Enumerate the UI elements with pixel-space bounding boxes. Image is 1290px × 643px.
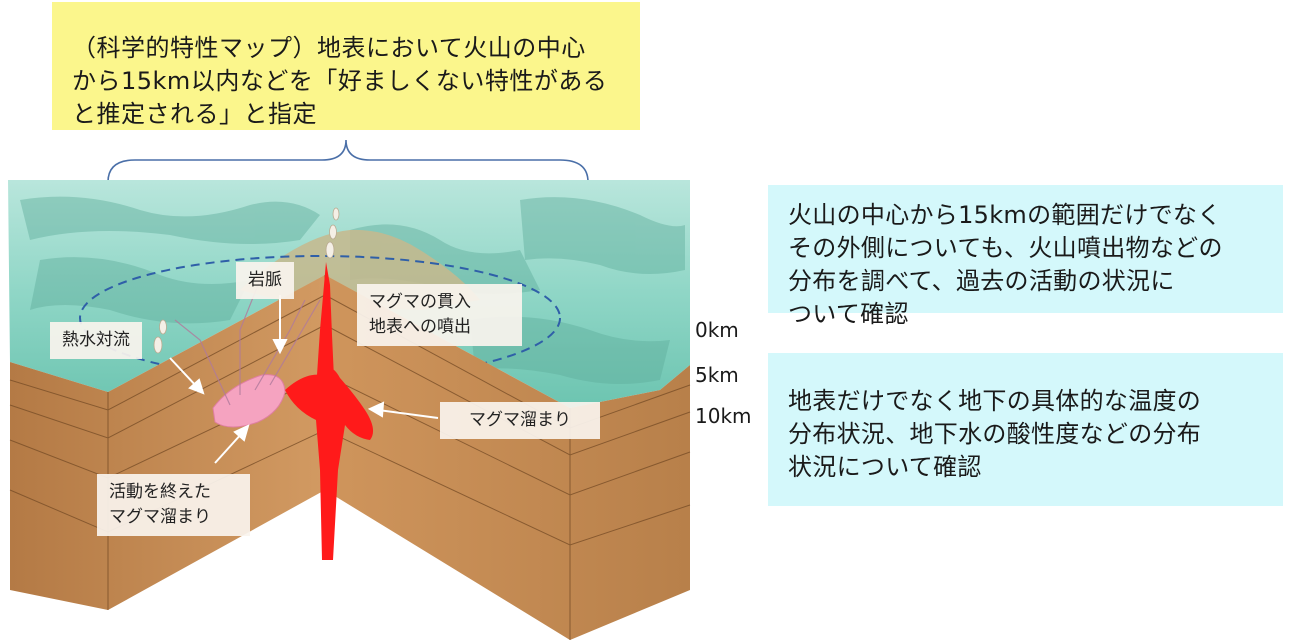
label-arrows xyxy=(169,295,439,464)
range-brace xyxy=(107,139,589,183)
side-note-2-line-3: 状況について確認 xyxy=(788,453,982,481)
side-note-2-line-1: 地表だけでなく地下の具体的な温度の xyxy=(788,387,1202,415)
label-magma-chamber: マグマ溜まり xyxy=(440,402,600,439)
depth-label-5km: 5km xyxy=(695,363,739,387)
side-note-1-line-1: 火山の中心から15kmの範囲だけでなく xyxy=(788,201,1222,229)
magma-conduit xyxy=(317,262,334,378)
terrain-surface xyxy=(8,180,690,408)
block-right-face xyxy=(325,275,690,640)
label-extinct-line-1: 活動を終えた xyxy=(109,482,211,502)
depth-label-0km: 0km xyxy=(695,318,739,342)
label-extinct-line-2: マグマ溜まり xyxy=(109,507,211,527)
active-magma-chamber xyxy=(285,368,374,560)
extinct-magma-chamber xyxy=(212,374,286,428)
dike-lines xyxy=(174,279,321,406)
top-note-line-3: と推定される」と指定 xyxy=(72,100,317,128)
label-dike: 岩脈 xyxy=(236,262,294,299)
label-intrusion-line-2: 地表への噴出 xyxy=(369,317,471,337)
label-intrusion-line-1: マグマの貫入 xyxy=(369,292,471,312)
side-note-1-line-4: ついて確認 xyxy=(788,300,909,328)
label-intrusion: マグマの貫入 地表への噴出 xyxy=(357,284,522,346)
top-note-line-1: （科学的特性マップ）地表において火山の中心 xyxy=(72,34,586,62)
side-note-1-line-3: 分布を調べて、過去の活動の状況に xyxy=(788,267,1175,295)
volcano-block-diagram xyxy=(8,139,691,640)
side-note-surface: 火山の中心から15kmの範囲だけでなく その外側についても、火山噴出物などの 分… xyxy=(768,185,1283,328)
depth-label-10km: 10km xyxy=(695,404,752,428)
top-note: （科学的特性マップ）地表において火山の中心 から15km以内などを「好ましくない… xyxy=(52,2,640,130)
label-extinct-chamber: 活動を終えた マグマ溜まり xyxy=(97,474,250,536)
side-note-1-line-2: その外側についても、火山噴出物などの xyxy=(788,234,1223,262)
side-note-2-line-2: 分布状況、地下水の酸性度などの分布 xyxy=(788,420,1202,448)
label-hydrothermal: 熱水対流 xyxy=(50,322,142,359)
top-note-line-2: から15km以内などを「好ましくない特性がある xyxy=(72,67,608,95)
dike-plume xyxy=(153,207,340,354)
side-note-underground: 地表だけでなく地下の具体的な温度の 分布状況、地下水の酸性度などの分布 状況につ… xyxy=(768,353,1283,506)
